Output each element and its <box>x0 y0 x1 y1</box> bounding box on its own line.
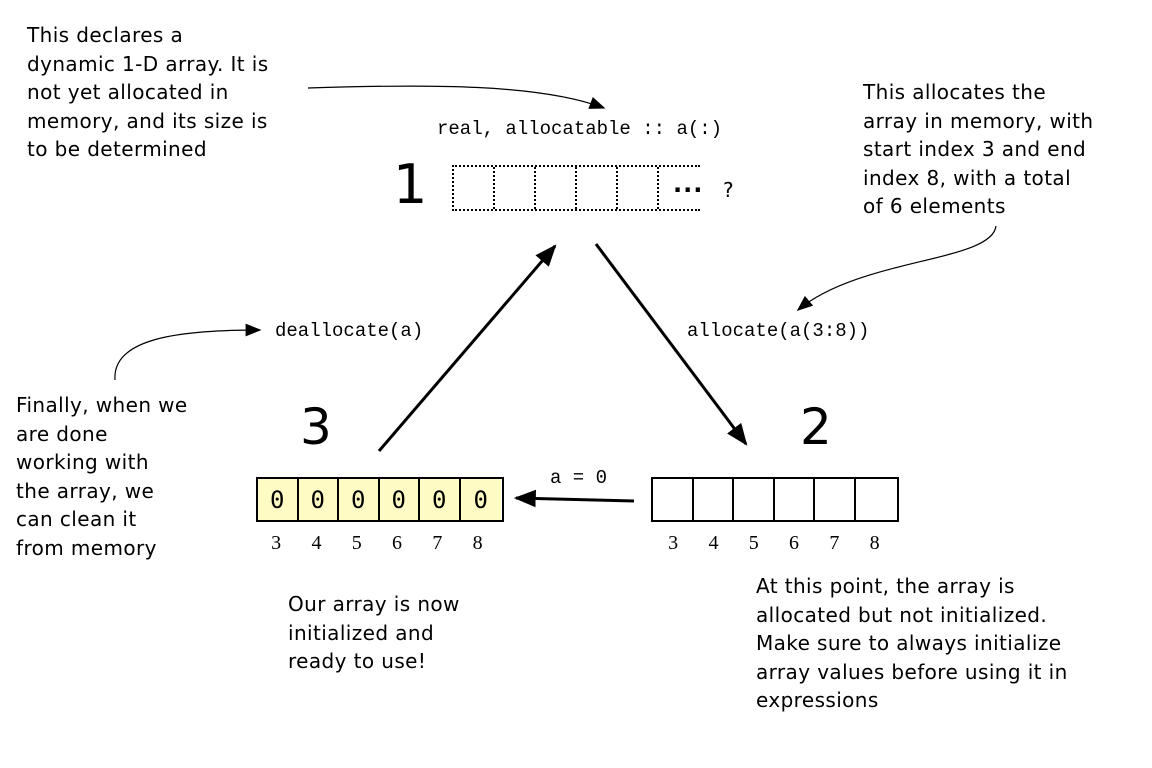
unallocated-array <box>452 165 700 211</box>
allocated-cell <box>815 479 856 520</box>
initialized-cell: 0 <box>379 479 420 520</box>
allocated-cell <box>694 479 734 520</box>
assign-code: a = 0 <box>550 467 608 489</box>
step-one-number: 1 <box>393 153 428 216</box>
initialized-cell: 0 <box>258 479 299 520</box>
index-label: 3 <box>668 532 679 554</box>
initialized-array-indices: 3 4 5 6 7 8 <box>256 532 498 555</box>
deallocate-note: Finally, when we are done working with t… <box>16 393 188 560</box>
allocated-not-initialized-note: At this point, the array is allocated bu… <box>756 574 1068 712</box>
deallocate-code: deallocate(a) <box>275 320 424 342</box>
initialized-cell: 0 <box>460 479 501 520</box>
unallocated-ellipsis: ... <box>673 170 704 198</box>
allocated-cell <box>653 479 694 520</box>
step-three-number: 3 <box>300 398 332 456</box>
index-label: 5 <box>748 532 759 554</box>
unallocated-cell <box>454 167 495 209</box>
allocate-note: This allocates the array in memory, with… <box>863 80 1094 218</box>
index-label: 5 <box>351 532 362 554</box>
assign-transition-arrow <box>513 489 635 508</box>
declare-code: real, allocatable :: a(:) <box>437 118 723 140</box>
step-two-number: 2 <box>800 398 832 456</box>
index-label: 7 <box>432 532 443 554</box>
allocated-array <box>651 477 899 522</box>
allocated-cell <box>775 479 815 520</box>
index-label: 8 <box>472 532 483 554</box>
unallocated-cell <box>536 167 577 209</box>
unallocated-cell <box>618 167 659 209</box>
index-label: 6 <box>789 532 800 554</box>
initialized-cell: 0 <box>339 479 380 520</box>
initialized-cell: 0 <box>420 479 461 520</box>
allocated-cell <box>734 479 775 520</box>
deallocate-pointer-arrow <box>114 323 262 381</box>
index-label: 4 <box>311 532 322 554</box>
deallocate-transition-arrow <box>377 244 557 452</box>
initialized-cell: 0 <box>298 479 339 520</box>
unallocated-cell <box>577 167 618 209</box>
index-label: 8 <box>869 532 880 554</box>
unallocated-size-unknown: ? <box>723 178 735 202</box>
initialized-note: Our array is now initialized and ready t… <box>288 592 460 673</box>
index-label: 6 <box>392 532 403 554</box>
allocate-pointer-arrow <box>796 225 997 312</box>
index-label: 3 <box>271 532 282 554</box>
index-label: 7 <box>829 532 840 554</box>
index-label: 4 <box>708 532 719 554</box>
declare-note: This declares a dynamic 1-D array. It is… <box>27 23 269 161</box>
allocate-transition-arrow <box>594 243 748 446</box>
declare-pointer-arrow <box>307 85 606 109</box>
unallocated-cell <box>495 167 536 209</box>
allocated-array-indices: 3 4 5 6 7 8 <box>653 532 895 555</box>
initialized-array: 0 0 0 0 0 0 <box>256 477 504 522</box>
allocate-code: allocate(a(3:8)) <box>687 320 870 342</box>
